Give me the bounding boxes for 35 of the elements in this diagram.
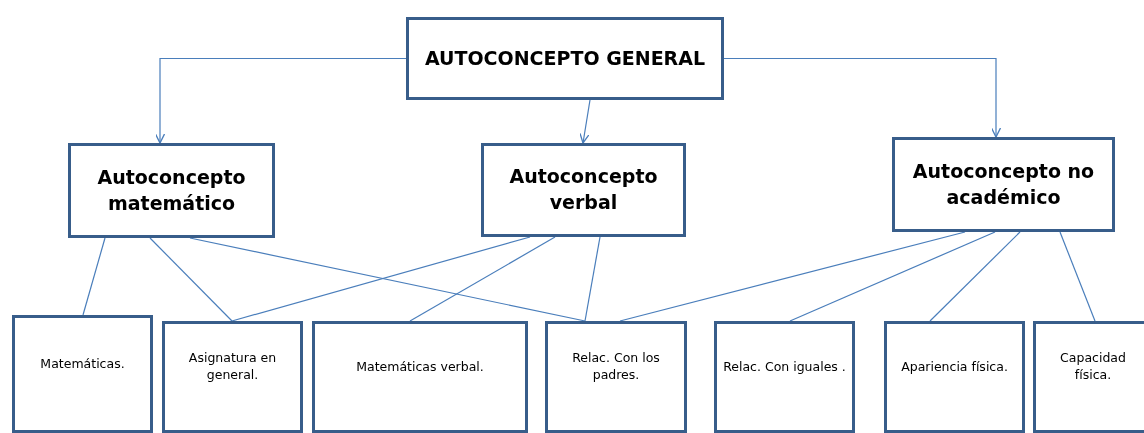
connector-line [584,236,601,322]
box-label: Relac. Con iguales . [723,358,846,376]
box-label: AUTOCONCEPTO GENERAL [424,45,706,71]
concept-box [406,17,724,100]
arrow [579,99,591,144]
box-label: Capacidad física. [1059,350,1127,384]
connector-line [1059,231,1096,322]
connector-line [929,231,1021,322]
arrow [723,57,1002,138]
box-label: Apariencia física. [901,358,1008,376]
connector-line [231,236,531,322]
box-label: Matemáticas. [40,355,125,373]
box-label: Autoconcepto verbal [508,164,659,215]
concept-box [312,321,528,433]
concept-box [545,321,687,433]
connector-line [82,237,106,316]
box-label: Matemáticas verbal. [356,358,484,376]
concept-box [68,143,275,238]
box-label: Asignatura en general. [187,350,278,384]
connector-line [189,237,586,322]
box-label: Autoconcepto no académico [911,158,1096,210]
concept-box [892,137,1115,232]
arrow [154,57,407,144]
connector-line [619,231,966,322]
concept-box [714,321,855,433]
concept-box [884,321,1025,433]
concept-box [1033,321,1144,433]
concept-box [162,321,303,433]
connector-line [409,236,556,322]
concept-box [481,143,686,237]
connector-line [149,237,233,322]
concept-box [12,315,153,433]
connector-line [789,231,996,322]
box-label: Autoconcepto matemático [96,164,247,216]
box-label: Relac. Con los padres. [571,350,661,384]
